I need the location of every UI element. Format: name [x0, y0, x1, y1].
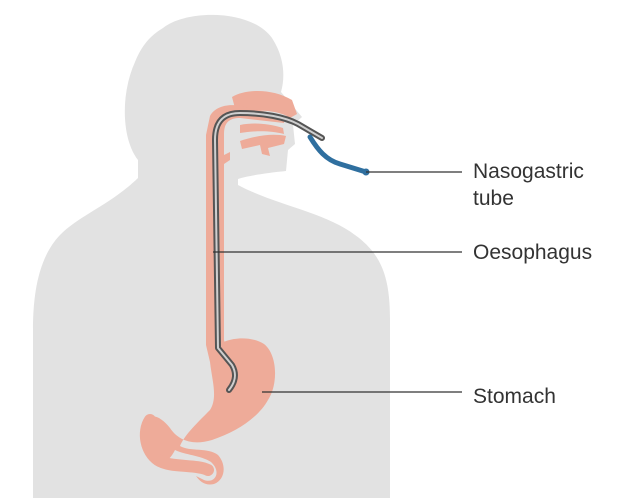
nasal-pharynx	[206, 90, 297, 175]
leader-lines	[213, 171, 462, 393]
label-stomach: Stomach	[473, 385, 556, 408]
pharynx-tract	[206, 105, 285, 175]
duodenum-loop	[139, 414, 214, 476]
stomach-shape	[142, 338, 276, 485]
nasogastric-tube	[212, 110, 370, 393]
label-oesophagus: Oesophagus	[473, 241, 593, 264]
nasal-cavity	[232, 90, 297, 118]
tongue-base	[240, 134, 286, 156]
palate	[240, 123, 284, 134]
head-and-neck	[124, 14, 302, 206]
tube-core	[214, 112, 323, 391]
label-nasogastric-tube: Nasogastric tube	[473, 160, 584, 210]
tube-external-end	[307, 134, 369, 175]
